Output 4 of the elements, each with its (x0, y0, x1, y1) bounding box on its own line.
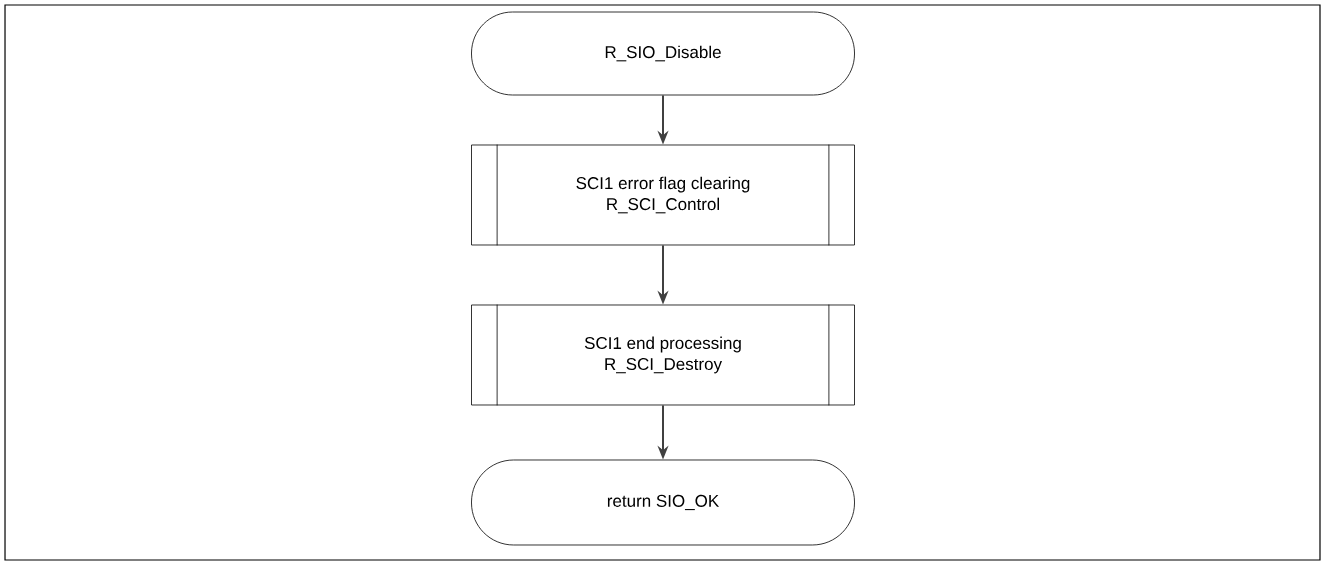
terminal-box: R_SIO_Disable (471, 11, 855, 96)
terminal-box: return SIO_OK (471, 459, 855, 546)
subroutine-box: SCI1 error flag clearing R_SCI_Control (471, 144, 855, 246)
subroutine-box: SCI1 end processing R_SCI_Destroy (471, 304, 855, 406)
